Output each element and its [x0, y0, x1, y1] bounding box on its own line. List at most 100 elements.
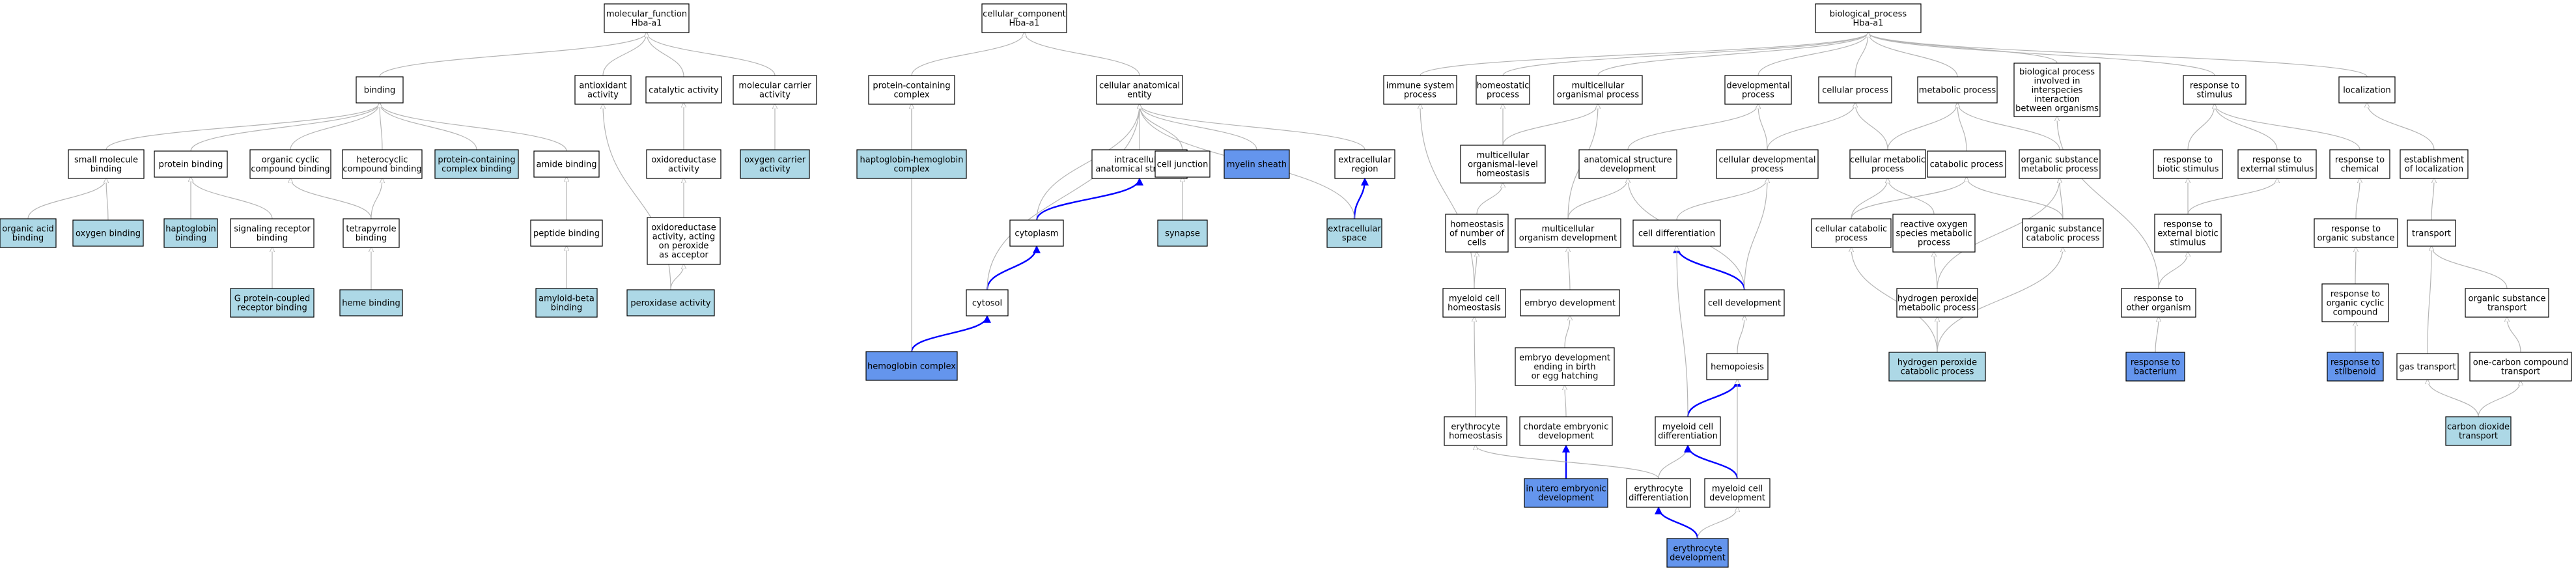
go-term-node-peptidebind[interactable]: peptide binding — [530, 219, 603, 247]
go-term-node-amidebind[interactable]: amide binding — [533, 150, 600, 178]
go-term-node-peroxidase[interactable]: peroxidase activity — [626, 289, 715, 316]
go-term-node-celljunction[interactable]: cell junction — [1155, 150, 1211, 178]
go-term-node-hemocomplex[interactable]: hemoglobin complex — [865, 351, 958, 381]
node-label-line: chemical — [2341, 165, 2379, 175]
go-term-node-myelin[interactable]: myelin sheath — [1224, 149, 1290, 179]
go-term-node-cellularproc[interactable]: cellular process — [1818, 76, 1892, 104]
edge-immune-to-bp — [1420, 33, 1868, 76]
node-box — [1096, 75, 1183, 105]
edge-binding-to-mf — [379, 33, 647, 77]
node-label-line: interaction — [2034, 95, 2080, 105]
node-label-line: external stimulus — [2241, 165, 2314, 175]
go-term-node-synapse[interactable]: synapse — [1157, 219, 1208, 247]
go-term-node-celldiff[interactable]: cell differentiation — [1632, 219, 1721, 247]
node-box — [2314, 218, 2398, 248]
go-term-node-transport[interactable]: transport — [2407, 219, 2456, 247]
go-term-node-celldev[interactable]: cell development — [1704, 289, 1785, 316]
node-box — [2321, 283, 2389, 322]
go-term-node-protbind[interactable]: protein binding — [154, 150, 228, 178]
go-term-node-catalytic[interactable]: catalytic activity — [645, 76, 722, 104]
go-term-node-o2bind[interactable]: oxygen binding — [72, 219, 144, 247]
go-term-node-metabolic[interactable]: metabolic process — [1917, 76, 1998, 104]
go-term-node-localization[interactable]: localization — [2338, 76, 2396, 104]
go-term-node-hemebind[interactable]: heme binding — [339, 289, 403, 316]
go-term-node-hemopoiesis[interactable]: hemopoiesis — [1706, 353, 1769, 380]
go-term-node-gastransport[interactable]: gas transport — [2396, 353, 2459, 380]
node-label-line: synapse — [1165, 229, 1200, 239]
go-term-node-cytoplasm[interactable]: cytoplasm — [1009, 219, 1064, 247]
edge-cellcatab-to-catabolic — [1851, 177, 1967, 219]
node-label-line: involved in — [2034, 77, 2080, 87]
go-term-node-catabolic[interactable]: catabolic process — [1927, 150, 2006, 178]
node-label-line: cell junction — [1157, 160, 1209, 170]
node-box — [533, 150, 600, 178]
go-term-node-embryodev[interactable]: embryo development — [1520, 289, 1620, 316]
go-term-node-cytosol[interactable]: cytosol — [966, 289, 1009, 316]
go-term-node-binding[interactable]: binding — [356, 76, 404, 104]
